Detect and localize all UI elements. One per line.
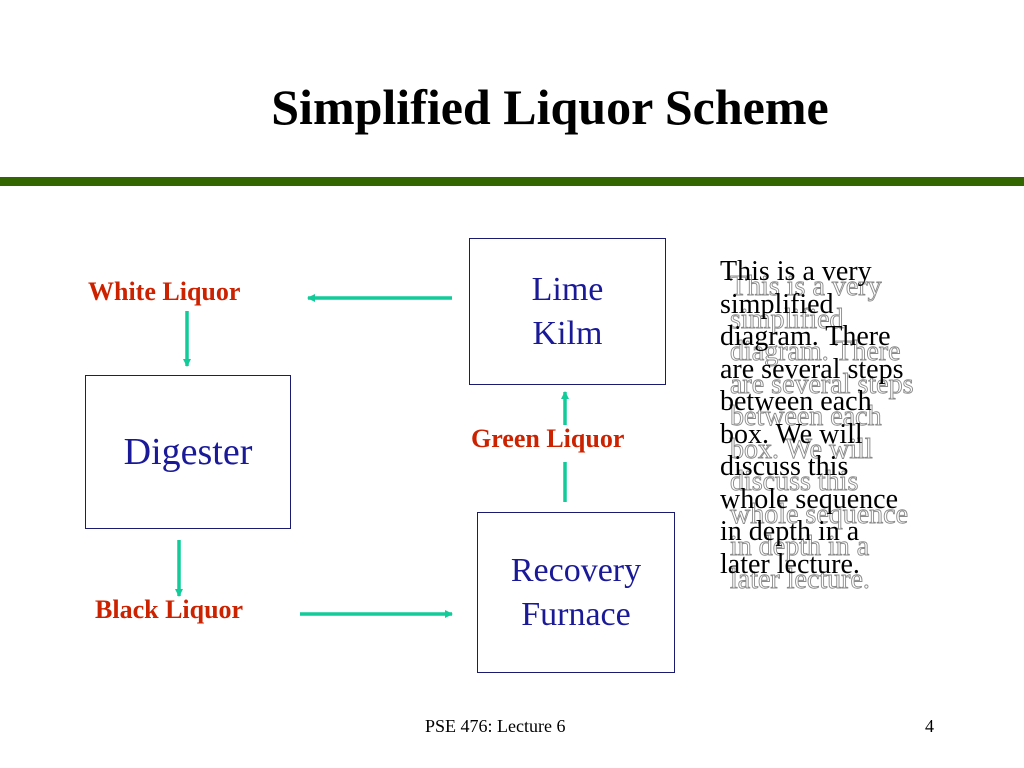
footer-text: PSE 476: Lecture 6 [425, 716, 566, 736]
digester-box: Digester [85, 375, 291, 529]
recovery-furnace-label: Recovery Furnace [510, 551, 642, 633]
title-divider [0, 177, 1024, 186]
digester-label: Digester [123, 430, 253, 473]
explanation-note: This is a very simplified diagram. There… [720, 256, 990, 595]
explanation-note-shadow: This is a very simplified diagram. There… [730, 271, 914, 595]
lime-kilm-box: Lime Kilm [469, 238, 666, 385]
page-number: 4 [925, 716, 934, 736]
recovery-furnace-box: Recovery Furnace [477, 512, 675, 673]
white-liquor-label: White Liquor [88, 277, 241, 306]
black-liquor-label: Black Liquor [95, 595, 244, 624]
lime-kilm-label: Lime Kilm [531, 270, 604, 352]
slide-title: Simplified Liquor Scheme [271, 79, 829, 135]
explanation-note-text: This is a very simplified diagram. There… [720, 256, 904, 580]
green-liquor-label: Green Liquor [471, 424, 625, 453]
